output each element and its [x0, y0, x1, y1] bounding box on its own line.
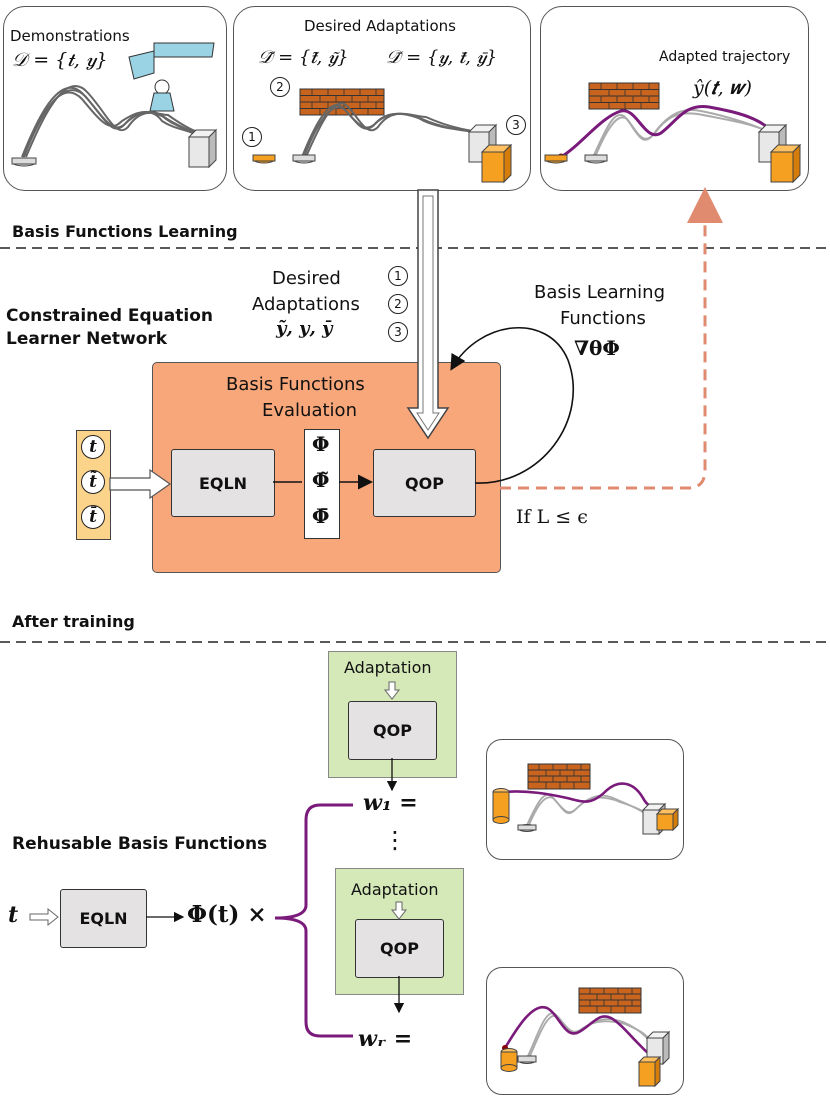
basis-learning-loop: [450, 327, 574, 484]
stop-condition: If L ≤ ϵ: [516, 506, 588, 528]
evaluation-label-1: Basis Functions: [226, 374, 365, 395]
basis-learning-label-2: Functions: [560, 308, 646, 329]
section-network-line-2: Learner Network: [6, 329, 168, 349]
eqln-box: EQLN: [171, 449, 275, 517]
basis-learning-gradient: ∇θΦ: [574, 336, 620, 360]
brick-wall-icon: [299, 88, 385, 116]
desired-mark-3: 3: [388, 322, 408, 342]
desired-symbols: 𝒚̃, 𝒚, 𝒚̄: [276, 318, 333, 339]
qop-box-after-2: QOP: [355, 919, 444, 978]
phi-bar: Φ̄: [312, 504, 330, 528]
input-t-bar: t̄: [81, 505, 105, 529]
adapted-trajectory-panel: Adapted trajectory ŷ(𝒕, 𝒘): [540, 6, 809, 191]
phi-column: [304, 429, 340, 539]
weights-wr: wᵣ =: [358, 1026, 413, 1052]
desired-formula-tilde: 𝒟̃ = {𝒕̃, 𝒚̃}: [258, 47, 349, 68]
result-panel-1: [486, 739, 684, 860]
mark-1: 1: [242, 127, 262, 147]
qop-box: QOP: [373, 449, 476, 517]
section-basis-functions-learning: Basis Functions Learning: [12, 222, 238, 241]
desired-to-qop-arrow: [406, 189, 450, 440]
brick-wall-icon: [588, 82, 660, 110]
desired-label-2: Adaptations: [252, 294, 360, 315]
mark-2: 2: [270, 77, 290, 97]
adapted-trajectory-line: [560, 104, 788, 159]
demonstration-trajectories: [301, 102, 489, 158]
input-t-after: t: [8, 902, 19, 928]
desired-adaptations-panel: Desired Adaptations 𝒟̃ = {𝒕̃, 𝒚̃} 𝒟̄ = {…: [233, 6, 531, 191]
evaluation-label-2: Evaluation: [262, 400, 357, 421]
phi-t-times: Φ(t) ×: [187, 901, 267, 928]
basis-learning-label-1: Basis Learning: [534, 282, 666, 303]
demonstrations-title: Demonstrations: [10, 27, 130, 45]
qop-box-after-1: QOP: [348, 701, 437, 760]
mark-3: 3: [506, 115, 526, 135]
result-panel-2: [486, 967, 684, 1095]
desired-formula-bar: 𝒟̄ = {𝒚, 𝒕̄, 𝒚̄}: [386, 47, 498, 68]
phi: Φ: [312, 432, 330, 456]
converged-to-adapted-arrow: [500, 187, 723, 490]
input-t-tilde: t̃: [81, 470, 105, 494]
demonstrations-panel: Demonstrations 𝒟 = {𝒕, 𝒚}: [3, 6, 227, 191]
desired-mark-1: 1: [388, 266, 408, 286]
adapted-trajectory-formula: ŷ(𝒕, 𝒘): [693, 77, 752, 99]
adapted-trajectory-title: Adapted trajectory: [659, 49, 791, 65]
desired-label-1: Desired: [272, 268, 341, 289]
adaptation-label-2: Adaptation: [351, 880, 439, 899]
divider-top: [0, 247, 830, 249]
result-illustration-1: [492, 763, 680, 836]
input-t: t: [81, 435, 105, 459]
weights-w1: w₁ =: [363, 790, 418, 816]
demonstrations-illustration: [11, 42, 218, 169]
section-reusable-basis: Rehusable Basis Functions: [12, 834, 268, 854]
result-illustration-2: [500, 987, 671, 1088]
reuse-brace: [274, 803, 353, 1038]
vertical-dots: ⋮: [383, 826, 407, 854]
desired-mark-2: 2: [388, 294, 408, 314]
robot-arm-icon: [128, 42, 215, 112]
brick-wall-icon: [527, 763, 591, 790]
desired-adaptations-illustration: [252, 88, 513, 184]
inputs-to-eqln-arrow: [109, 468, 172, 500]
brick-wall-icon: [578, 987, 642, 1014]
phi-tilde: Φ̃: [312, 468, 330, 492]
adaptation-label-1: Adaptation: [344, 658, 432, 677]
demonstrations-formula: 𝒟 = {𝒕, 𝒚}: [12, 49, 108, 71]
eqln-box-after: EQLN: [60, 889, 147, 948]
section-network-line-1: Constrained Equation: [6, 306, 213, 326]
desired-adaptations-title: Desired Adaptations: [304, 17, 456, 35]
adapted-trajectory-illustration: [544, 82, 802, 184]
demonstration-trajectories: [21, 85, 205, 158]
divider-bottom: [0, 641, 830, 643]
section-after-training: After training: [12, 612, 135, 631]
